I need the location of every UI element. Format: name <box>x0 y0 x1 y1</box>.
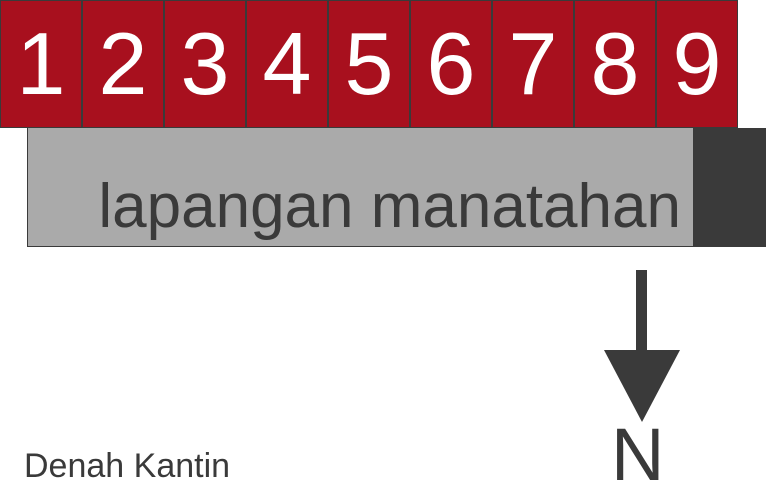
stall-number: 2 <box>98 14 148 113</box>
stall-number: 6 <box>426 14 476 113</box>
stall-number: 4 <box>262 14 312 113</box>
stall-number: 3 <box>180 14 230 113</box>
north-label: N <box>611 413 665 496</box>
building-block <box>693 128 766 247</box>
stall-2: 2 <box>82 0 164 128</box>
stall-8: 8 <box>574 0 656 128</box>
arrow-head <box>604 350 680 422</box>
stall-number: 1 <box>16 14 66 113</box>
map-caption: Denah Kantin <box>24 447 231 485</box>
stall-number: 9 <box>672 14 722 113</box>
stall-5: 5 <box>328 0 410 128</box>
field-area: lapangan manatahan <box>27 128 694 247</box>
stall-9: 9 <box>656 0 738 128</box>
stall-number: 7 <box>508 14 558 113</box>
arrow-down-icon <box>604 270 680 422</box>
stall-number: 5 <box>344 14 394 113</box>
stall-7: 7 <box>492 0 574 128</box>
stall-3: 3 <box>164 0 246 128</box>
stall-6: 6 <box>410 0 492 128</box>
stall-number: 8 <box>590 14 640 113</box>
stall-1: 1 <box>0 0 82 128</box>
canteen-stalls-row: 1 2 3 4 5 6 7 8 9 <box>0 0 738 128</box>
stall-4: 4 <box>246 0 328 128</box>
field-label: lapangan manatahan <box>98 172 681 241</box>
arrow-shaft <box>636 270 647 354</box>
